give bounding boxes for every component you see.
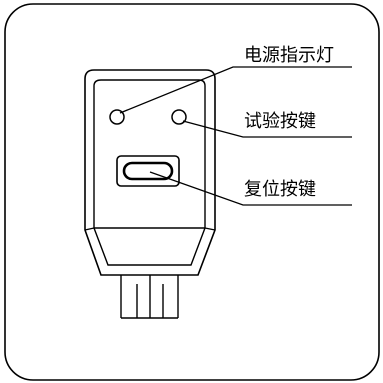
diagram-frame (4, 3, 380, 381)
label-reset-button: 复位按键 (244, 179, 316, 200)
reset-button-inner (122, 161, 174, 181)
leader-reset-button (149, 171, 352, 206)
power-cord (120, 275, 179, 319)
label-test-button: 试验按键 (244, 111, 316, 132)
plug-collar-left (84, 227, 95, 231)
leader-test-button (182, 120, 352, 138)
test-button (171, 109, 187, 125)
power-indicator-light (109, 109, 125, 125)
plug-collar-right (204, 227, 216, 231)
reset-button-outer (116, 155, 180, 187)
leader-power-indicator (119, 66, 352, 114)
label-power-indicator: 电源指示灯 (244, 45, 334, 66)
plug-body-inner (93, 79, 206, 266)
plug-body-outer (84, 69, 216, 276)
